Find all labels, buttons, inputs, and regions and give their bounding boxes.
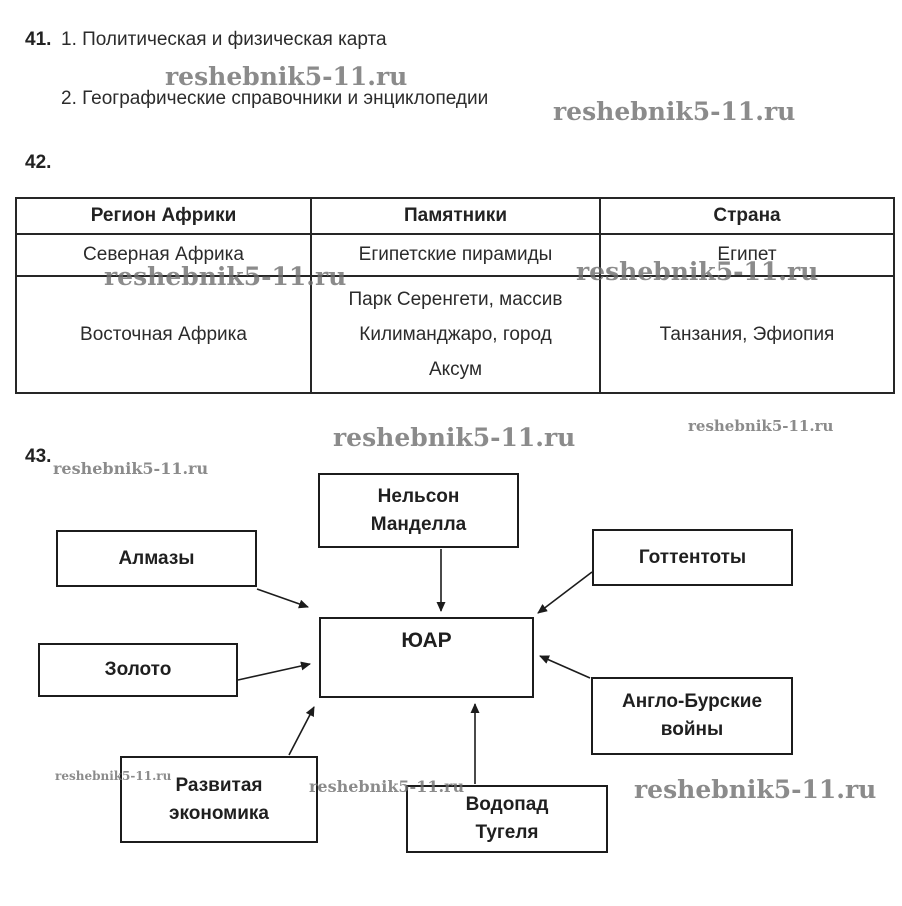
node-hottentots: Готтентоты bbox=[592, 529, 793, 586]
arrow-anglo-boer-to-uar bbox=[539, 655, 591, 679]
arrow-economy-to-uar bbox=[288, 706, 315, 756]
africa-regions-table: Регион Африки Памятники Страна Северная … bbox=[15, 197, 895, 394]
node-anglo-boer-wars: Англо-Бурские войны bbox=[591, 677, 793, 755]
watermark: reshebnik5-11.ru bbox=[55, 769, 172, 783]
watermark: reshebnik5-11.ru bbox=[53, 459, 209, 478]
exercise-41-item-2: 2. Географические справочники и энциклоп… bbox=[61, 88, 489, 109]
watermark: reshebnik5-11.ru bbox=[576, 257, 819, 286]
table-cell-region-north: Северная Африка bbox=[15, 233, 312, 277]
table-cell-country-tanzania: Танзания, Эфиопия bbox=[599, 275, 895, 394]
table-cell-monuments-pyramids: Египетские пирамиды bbox=[310, 233, 601, 277]
exercise-41-number: 41. bbox=[25, 29, 52, 50]
table-row: Северная Африка Египетские пирамиды Егип… bbox=[15, 233, 895, 277]
watermark: reshebnik5-11.ru bbox=[104, 262, 347, 291]
node-nelson-mandela: Нельсон Манделла bbox=[318, 473, 519, 548]
table-row: Восточная Африка Парк Серенгети, массив … bbox=[15, 275, 895, 394]
table-cell-region-east: Восточная Африка bbox=[15, 275, 312, 394]
node-diamonds: Алмазы bbox=[56, 530, 257, 587]
node-tugela-falls: Водопад Тугеля bbox=[406, 785, 608, 853]
watermark: reshebnik5-11.ru bbox=[688, 417, 834, 435]
arrow-gold-to-uar bbox=[237, 661, 311, 681]
exercise-43-number: 43. bbox=[25, 446, 52, 467]
arrow-hottentots-to-uar bbox=[537, 571, 593, 614]
watermark: reshebnik5-11.ru bbox=[165, 62, 408, 91]
table-header-country: Страна bbox=[599, 197, 895, 235]
exercise-42-number: 42. bbox=[25, 152, 52, 173]
exercise-41-item-1: 1. Политическая и физическая карта bbox=[61, 29, 387, 50]
node-gold: Золото bbox=[38, 643, 238, 697]
watermark: reshebnik5-11.ru bbox=[634, 775, 877, 804]
node-south-africa-center: ЮАР bbox=[319, 617, 534, 698]
table-header-monuments: Памятники bbox=[310, 197, 601, 235]
table-header-region: Регион Африки bbox=[15, 197, 312, 235]
table-header-row: Регион Африки Памятники Страна bbox=[15, 197, 895, 235]
watermark: reshebnik5-11.ru bbox=[333, 423, 576, 452]
table-cell-country-egypt: Египет bbox=[599, 233, 895, 277]
watermark: reshebnik5-11.ru bbox=[553, 97, 796, 126]
watermark: reshebnik5-11.ru bbox=[309, 777, 465, 796]
arrow-diamonds-to-uar bbox=[256, 588, 309, 609]
table-cell-monuments-serengeti: Парк Серенгети, массив Килиманджаро, гор… bbox=[310, 275, 601, 394]
node-developed-economy: Развитая экономика bbox=[120, 756, 318, 843]
